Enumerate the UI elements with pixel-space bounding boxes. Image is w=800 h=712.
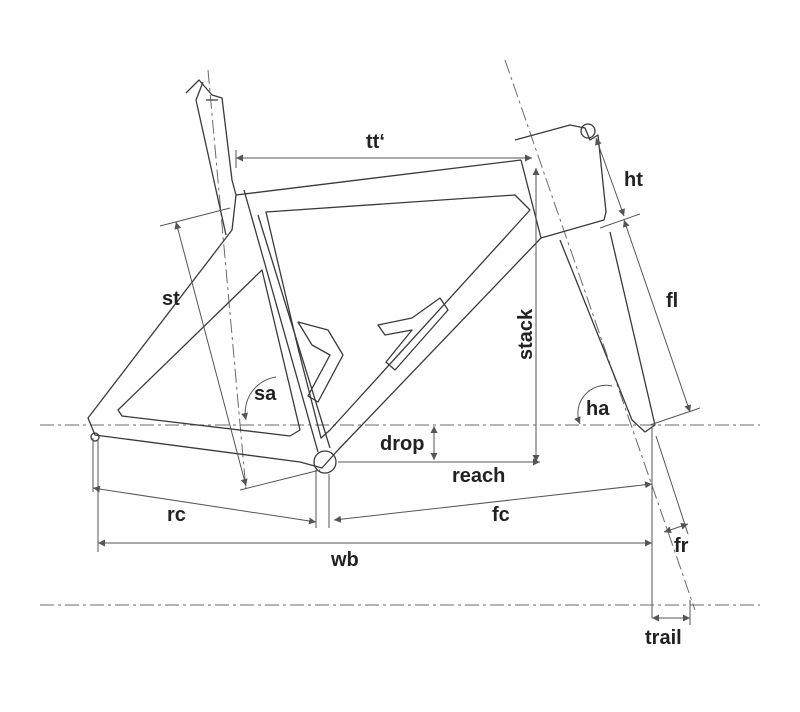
trail-label: trail <box>645 627 682 649</box>
st-dimension <box>174 221 248 487</box>
head-tube <box>514 124 607 239</box>
fl-dimension <box>622 219 692 413</box>
fc-dimension <box>333 481 653 523</box>
stack-label: stack <box>515 308 537 360</box>
seatpost <box>185 79 237 236</box>
wb-label: wb <box>330 549 359 571</box>
rear-dropout <box>90 432 100 442</box>
bottle-cage-down <box>377 297 449 371</box>
st-ext-bottom <box>239 469 321 491</box>
steering-axis-line <box>504 59 696 611</box>
fl-ext-bottom <box>649 407 701 426</box>
reach-label: reach <box>452 465 505 487</box>
sa-label: sa <box>254 383 277 405</box>
rc-label: rc <box>167 504 186 526</box>
bottom-bracket <box>313 450 337 474</box>
fr-ext <box>655 435 689 535</box>
dimension-lines <box>92 137 701 625</box>
rear-triangle-inner <box>117 269 301 437</box>
fr-dimension <box>663 522 689 534</box>
ha-arc <box>574 384 613 425</box>
frame-outline <box>87 159 542 469</box>
drop-label: drop <box>380 433 424 455</box>
fl-label: fl <box>666 290 678 312</box>
st-ext-top <box>159 207 231 227</box>
seat-tube <box>243 189 331 453</box>
sa-arc <box>241 376 277 421</box>
handlebar-clamp <box>580 123 596 139</box>
ha-label: ha <box>586 398 610 420</box>
rc-dimension <box>92 485 317 525</box>
fl-ext-top <box>599 213 641 229</box>
top-tube <box>235 159 522 196</box>
bottle-cage-seat <box>297 321 344 403</box>
fr-label: fr <box>674 535 689 557</box>
main-triangle-inner <box>265 194 531 439</box>
ht-label: ht <box>624 169 643 191</box>
tt-label: tt‘ <box>366 131 385 153</box>
ht-dimension <box>595 137 625 217</box>
fc-label: fc <box>492 504 510 526</box>
st-label: st <box>162 288 180 310</box>
